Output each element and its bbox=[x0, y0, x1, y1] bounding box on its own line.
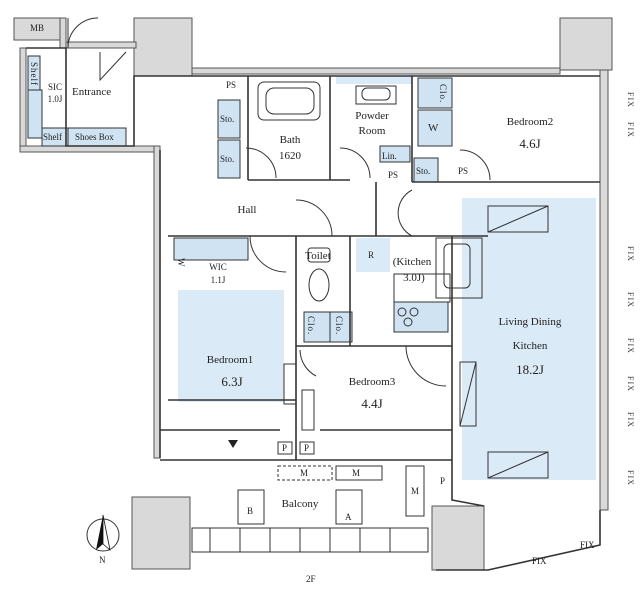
refrigerator-label: R bbox=[368, 250, 375, 260]
bath-size: 1620 bbox=[279, 150, 301, 162]
structural-walls bbox=[13, 17, 613, 571]
floor-label: 2F bbox=[306, 574, 316, 584]
door-swings bbox=[67, 17, 491, 387]
entrance-label: Entrance bbox=[72, 86, 112, 98]
wic-size: 1.1J bbox=[210, 275, 226, 285]
closet-label-b3b: Clo. bbox=[334, 316, 344, 336]
floor-tints bbox=[178, 76, 596, 480]
toilet-label: Toilet bbox=[305, 250, 331, 262]
pipe-label-1: P bbox=[282, 443, 288, 453]
ac-unit-label-1: M bbox=[300, 468, 309, 478]
powder-room-label-2: Room bbox=[358, 125, 386, 137]
windows bbox=[283, 205, 549, 479]
ldk-label-2: Kitchen bbox=[512, 340, 548, 352]
fix-label-6: FIX bbox=[626, 376, 635, 392]
powder-room-label-1: Powder bbox=[355, 110, 389, 122]
ps-label-right: PS bbox=[458, 166, 469, 176]
fix-label-7: FIX bbox=[626, 412, 635, 428]
balcony-label: Balcony bbox=[281, 498, 319, 510]
unit-b-label: B bbox=[247, 506, 254, 516]
wic-w-label: W bbox=[176, 258, 186, 267]
ldk-size: 18.2J bbox=[516, 362, 544, 377]
shoes-box-label: Shoes Box bbox=[75, 132, 114, 142]
fix-label-3: FIX bbox=[626, 246, 635, 262]
shelf-bottom-label: Shelf bbox=[43, 132, 62, 142]
bedroom2-label: Bedroom2 bbox=[506, 116, 554, 128]
bedroom3-size: 4.4J bbox=[361, 396, 383, 411]
sic-label: SIC bbox=[47, 82, 63, 92]
pipe-label-2: P bbox=[304, 443, 310, 453]
fix-label-4: FIX bbox=[626, 292, 635, 308]
storage-label-1: Sto. bbox=[220, 114, 235, 124]
bedroom1-label: Bedroom1 bbox=[206, 354, 254, 366]
washer-label: W bbox=[428, 122, 439, 134]
fix-label-9: FIX bbox=[580, 540, 595, 550]
interior-walls bbox=[26, 47, 601, 571]
fix-label-1: FIX bbox=[626, 92, 635, 108]
ac-unit-label-3: M bbox=[411, 486, 420, 496]
bedroom2-size: 4.6J bbox=[519, 136, 541, 151]
ac-unit-label-2: M bbox=[352, 468, 361, 478]
bathtub bbox=[257, 81, 321, 121]
closet-label-bedroom2: Clo. bbox=[438, 84, 448, 104]
stove-burners bbox=[397, 307, 419, 327]
kitchen-label: (Kitchen bbox=[392, 256, 432, 268]
ps-label-mid: PS bbox=[388, 170, 399, 180]
fix-label-2: FIX bbox=[626, 122, 635, 138]
bath-label: Bath bbox=[279, 134, 301, 146]
north-arrow-icon bbox=[86, 514, 120, 552]
north-label: N bbox=[99, 555, 106, 565]
linen-label: Lin. bbox=[382, 151, 397, 161]
fix-label-10: FIX bbox=[532, 556, 547, 566]
bedroom3-label: Bedroom3 bbox=[348, 376, 396, 388]
unit-a-label: A bbox=[345, 512, 352, 522]
fix-label-5: FIX bbox=[626, 338, 635, 354]
sic-size: 1.0J bbox=[47, 94, 63, 104]
bedroom1-size: 6.3J bbox=[221, 374, 243, 389]
storage-cells bbox=[27, 55, 453, 343]
ps-label-top: PS bbox=[226, 80, 237, 90]
wic-label: WIC bbox=[209, 262, 227, 272]
kitchen-size: 3.0J) bbox=[403, 272, 425, 284]
powder-sink bbox=[355, 85, 397, 105]
storage-label-3: Sto. bbox=[416, 166, 431, 176]
balcony-elements bbox=[191, 441, 429, 553]
entry-marker-icon bbox=[228, 440, 238, 448]
storage-label-2: Sto. bbox=[220, 154, 235, 164]
fix-label-8: FIX bbox=[626, 470, 635, 486]
mb-label: MB bbox=[30, 23, 45, 33]
ldk-label-1: Living Dining bbox=[498, 316, 562, 328]
closet-label-b3a: Clo. bbox=[306, 316, 316, 336]
pipe-label-3: P bbox=[440, 476, 446, 486]
toilet-fixture bbox=[307, 247, 331, 302]
kitchen-counter bbox=[393, 237, 483, 303]
shelf-top-label: Shelf bbox=[29, 62, 39, 86]
hall-label: Hall bbox=[237, 204, 257, 216]
